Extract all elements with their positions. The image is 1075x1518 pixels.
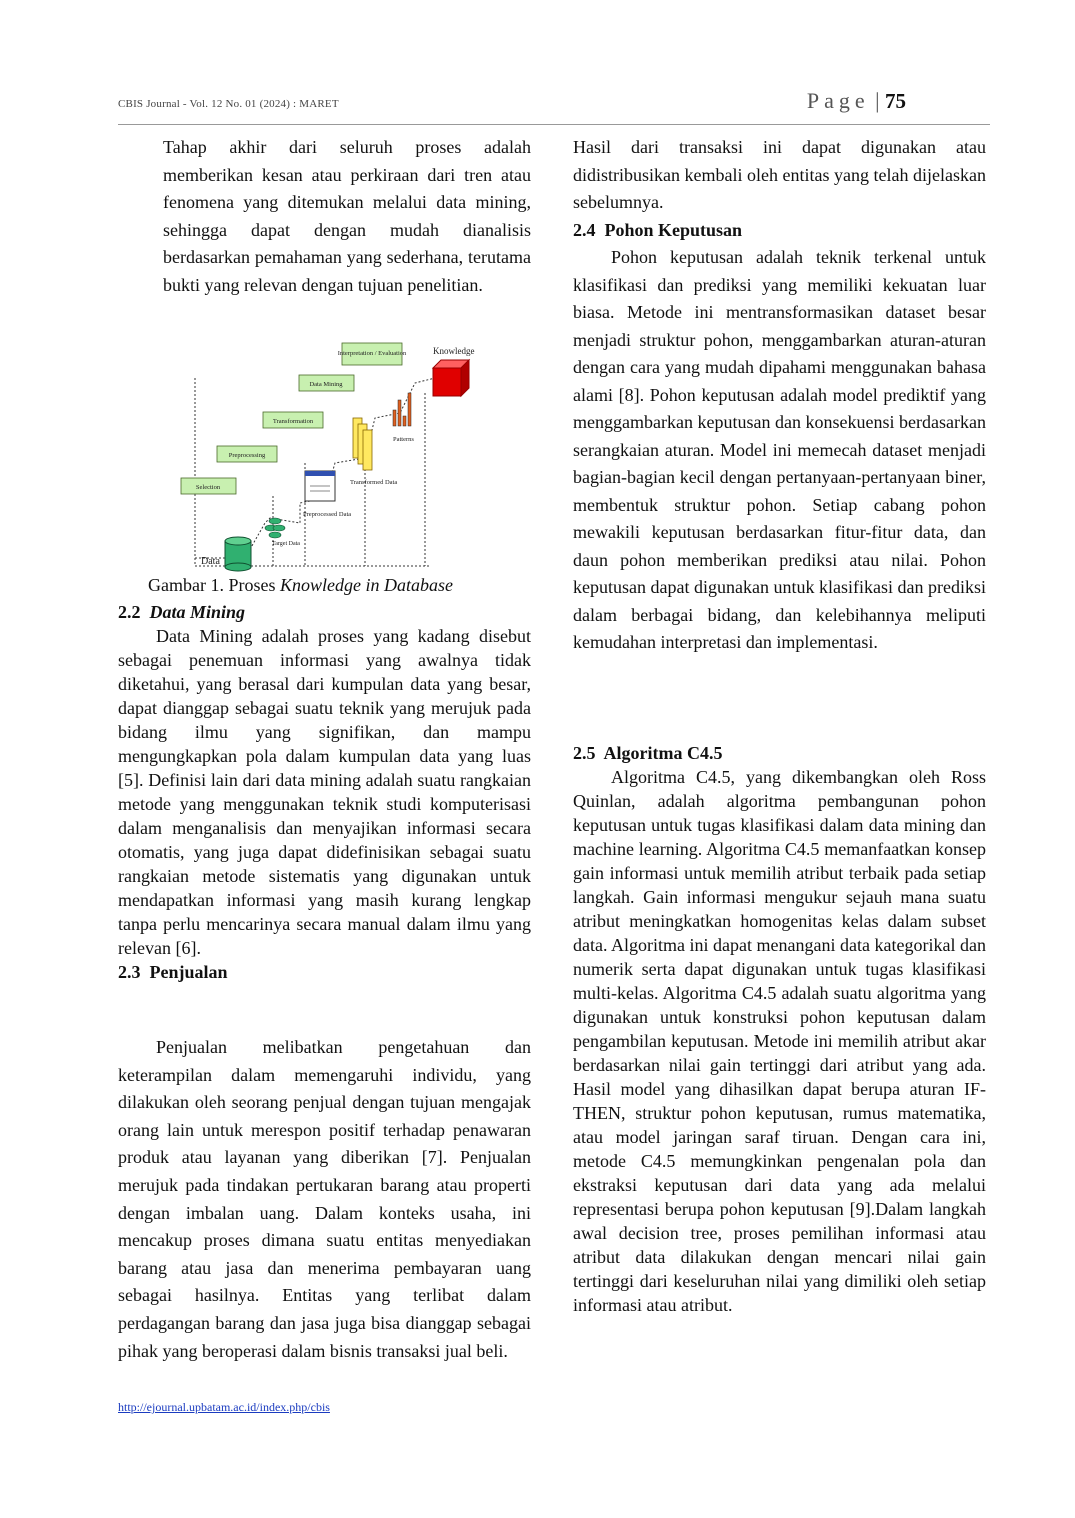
page-separator: | [875,88,885,113]
caption-prefix: Gambar 1. Proses [148,575,280,595]
preprocessed-label: Preprocessed Data [303,511,351,518]
selection-label: Selection [196,484,221,491]
section-2-4-body: Pohon keputusan adalah teknik terkenal u… [573,247,986,652]
section-2-3-heading: 2.3 Penjualan [118,960,531,984]
target-label: Target Data [272,541,300,547]
page-label: Page [806,88,870,113]
transformed-label: Transformed Data [350,479,397,486]
section-2-3-body: Penjualan melibatkan pengetahuan dan ket… [118,1037,531,1361]
section-2-5-heading: 2.5 Algoritma C4.5 [573,741,986,765]
right-bottom: 2.5 Algoritma C4.5 Algoritma C4.5, yang … [573,741,986,1317]
target-data-icon [264,517,286,539]
caption-italic: Knowledge in Database [279,575,453,595]
interpretation-label: Interpretation / Evaluation [338,350,407,357]
knowledge-label: Knowledge [433,346,475,356]
data-label: Data [201,556,220,567]
section-2-2-number: 2.2 [118,602,141,622]
section-2-3-title: Penjualan [149,962,228,982]
data-mining-box [298,374,355,392]
transformed-data-icon [352,417,373,471]
left-sections: 2.2 Data Mining Data Mining adalah prose… [118,600,531,984]
page-header: CBIS Journal - Vol. 12 No. 01 (2024) : M… [118,88,990,122]
section-2-4-title: Pohon Keputusan [604,219,743,240]
section-2-2-title: Data Mining [149,602,246,622]
preprocessed-data-icon [304,470,336,502]
figure-caption: Gambar 1. Proses Knowledge in Database [148,575,453,596]
left-sales-body: Penjualan melibatkan pengetahuan dan ket… [118,1034,531,1365]
section-2-5-number: 2.5 [573,743,596,763]
section-2-5-title: Algoritma C4.5 [603,743,723,763]
knowledge-cube-icon [431,358,471,398]
preprocessing-box [216,445,278,463]
interpretation-box [341,342,403,366]
patterns-bars-icon [392,392,412,427]
transformation-label: Transformation [273,418,314,425]
page-number-block: Page | 75 [807,88,906,114]
data-cylinder-icon [224,536,252,572]
selection-box [180,477,237,495]
data-mining-label: Data Mining [309,381,343,388]
intro-paragraph: Tahap akhir dari seluruh proses adalah m… [163,137,531,295]
section-2-2-heading: 2.2 Data Mining [118,600,531,624]
preprocessing-label: Preprocessing [229,452,266,459]
patterns-label: Patterns [393,436,414,443]
right-top: Hasil dari transaksi ini dapat digunakan… [573,134,986,657]
left-intro: Tahap akhir dari seluruh proses adalah m… [163,134,531,299]
page-number: 75 [885,89,906,113]
section-2-2-body: Data Mining adalah proses yang kadang di… [118,626,531,958]
transformation-box [262,411,324,429]
journal-title: CBIS Journal - Vol. 12 No. 01 (2024) : M… [118,98,339,110]
kdd-figure: Interpretation / Evaluation Data Mining … [175,338,485,572]
right-intro: Hasil dari transaksi ini dapat digunakan… [573,137,986,212]
section-2-5-body: Algoritma C4.5, yang dikembangkan oleh R… [573,767,986,1315]
journal-url-link[interactable]: http://ejournal.upbatam.ac.id/index.php/… [118,1400,330,1414]
section-2-4-heading: 2.4 Pohon Keputusan [573,217,986,245]
section-2-4-number: 2.4 [573,219,596,240]
section-2-3-number: 2.3 [118,962,141,982]
header-rule [118,124,990,125]
